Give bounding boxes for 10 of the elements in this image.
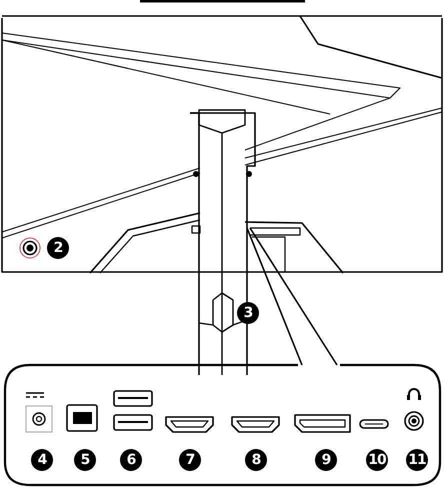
- callout-number: 9: [315, 449, 337, 471]
- callout-number: 3: [237, 302, 259, 324]
- callout-number: 11: [406, 449, 428, 471]
- callout-number: 7: [179, 449, 201, 471]
- callout-number: 5: [74, 449, 96, 471]
- callout-number: 4: [31, 449, 53, 471]
- callout-number: 8: [245, 449, 267, 471]
- callout-number: 2: [47, 237, 69, 259]
- callout-number: 10: [366, 449, 388, 471]
- callout-number: 6: [120, 449, 142, 471]
